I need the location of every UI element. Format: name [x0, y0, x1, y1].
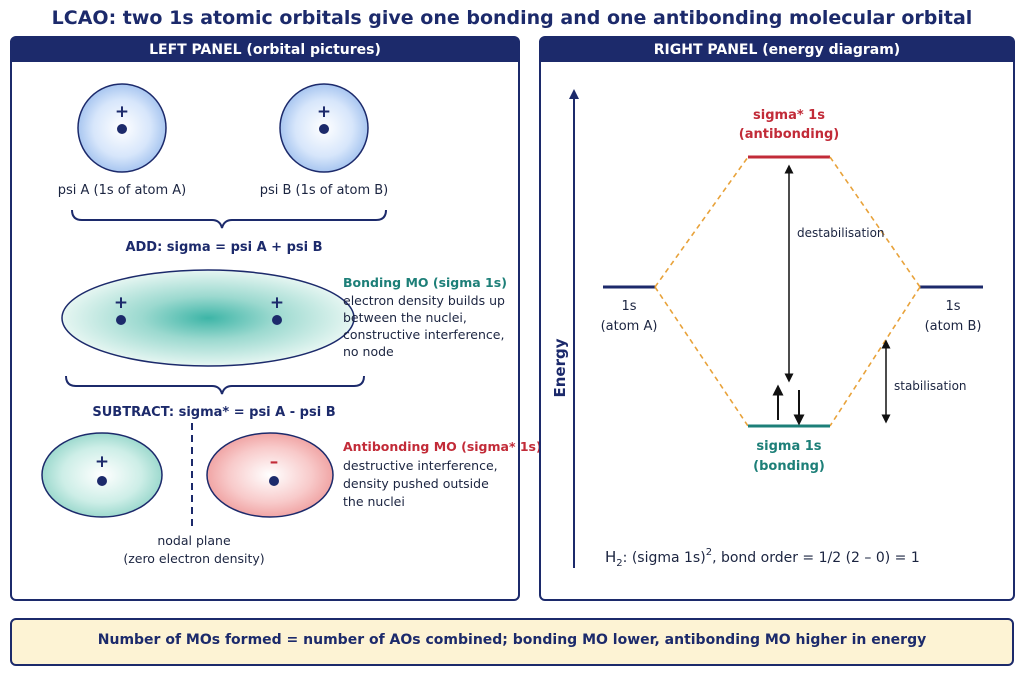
- atom-a-label-2: (atom A): [601, 319, 658, 334]
- destabilisation-label: destabilisation: [797, 226, 885, 240]
- add-label: ADD: sigma = psi A + psi B: [125, 240, 322, 255]
- left-panel-header: LEFT PANEL (orbital pictures): [12, 38, 518, 62]
- antibonding-desc-2: density pushed outside: [343, 476, 489, 491]
- bonding-title: Bonding MO (sigma 1s): [343, 275, 507, 290]
- nodal-plane-label-2: (zero electron density): [123, 551, 264, 566]
- bonding-desc-4: no node: [343, 344, 394, 359]
- psi-b-label: psi B (1s of atom B): [260, 183, 389, 198]
- subtract-label: SUBTRACT: sigma* = psi A - psi B: [92, 405, 335, 420]
- left-panel: LEFT PANEL (orbital pictures): [10, 36, 542, 601]
- nodal-plane-label-1: nodal plane: [157, 533, 231, 548]
- antibonding-nucleus-a: [97, 476, 107, 486]
- summary-footer: Number of MOs formed = number of AOs com…: [10, 618, 1014, 666]
- add-brace: [71, 209, 387, 229]
- atom-b-label-2: (atom B): [925, 319, 982, 334]
- antibonding-minus: –: [270, 452, 279, 472]
- bonding-desc-2: between the nuclei,: [343, 310, 467, 325]
- antibonding-nucleus-b: [269, 476, 279, 486]
- energy-diagram: Energy sigma* 1s (antibonding) 1s (atom …: [551, 89, 983, 569]
- orbital-pictures: + psi A (1s of atom A) + psi B (1s of at…: [41, 83, 542, 566]
- stabilisation-label: stabilisation: [894, 379, 967, 393]
- antibonding-plus: +: [95, 452, 109, 472]
- sigma-star-label-1: sigma* 1s: [753, 108, 825, 123]
- psi-a-label: psi A (1s of atom A): [58, 183, 186, 198]
- bonding-desc-3: constructive interference,: [343, 327, 504, 342]
- bond-order-formula: H2: (sigma 1s)2, bond order = 1/2 (2 – 0…: [605, 547, 920, 569]
- correlation-lines: [654, 156, 921, 427]
- bonding-plus-b: +: [270, 293, 284, 313]
- nucleus-b: [319, 124, 329, 134]
- sigma-label-1: sigma 1s: [756, 439, 821, 454]
- antibonding-desc-3: the nuclei: [343, 494, 405, 509]
- antibonding-title: Antibonding MO (sigma* 1s): [343, 439, 542, 454]
- psi-b-plus: +: [317, 102, 331, 122]
- right-panel-header: RIGHT PANEL (energy diagram): [541, 38, 1013, 62]
- sigma-label-2: (bonding): [753, 459, 825, 474]
- bonding-mo-orbital: [61, 269, 355, 367]
- bonding-nucleus-b: [272, 315, 282, 325]
- nucleus-a: [117, 124, 127, 134]
- energy-axis-label: Energy: [551, 338, 569, 397]
- atom-b-label-1: 1s: [945, 299, 960, 314]
- sigma-star-label-2: (antibonding): [739, 127, 839, 142]
- antibonding-desc-1: destructive interference,: [343, 458, 498, 473]
- bonding-desc-1: electron density builds up: [343, 293, 505, 308]
- subtract-brace: [65, 375, 365, 395]
- page-title: LCAO: two 1s atomic orbitals give one bo…: [51, 7, 973, 29]
- antibonding-lobe-negative: [206, 432, 334, 518]
- psi-a-plus: +: [115, 102, 129, 122]
- summary-text: Number of MOs formed = number of AOs com…: [97, 632, 927, 648]
- antibonding-lobe-positive: [41, 432, 163, 518]
- bonding-plus-a: +: [114, 293, 128, 313]
- bonding-nucleus-a: [116, 315, 126, 325]
- atom-a-label-1: 1s: [621, 299, 636, 314]
- right-panel: RIGHT PANEL (energy diagram) Energy sigm…: [539, 36, 1015, 601]
